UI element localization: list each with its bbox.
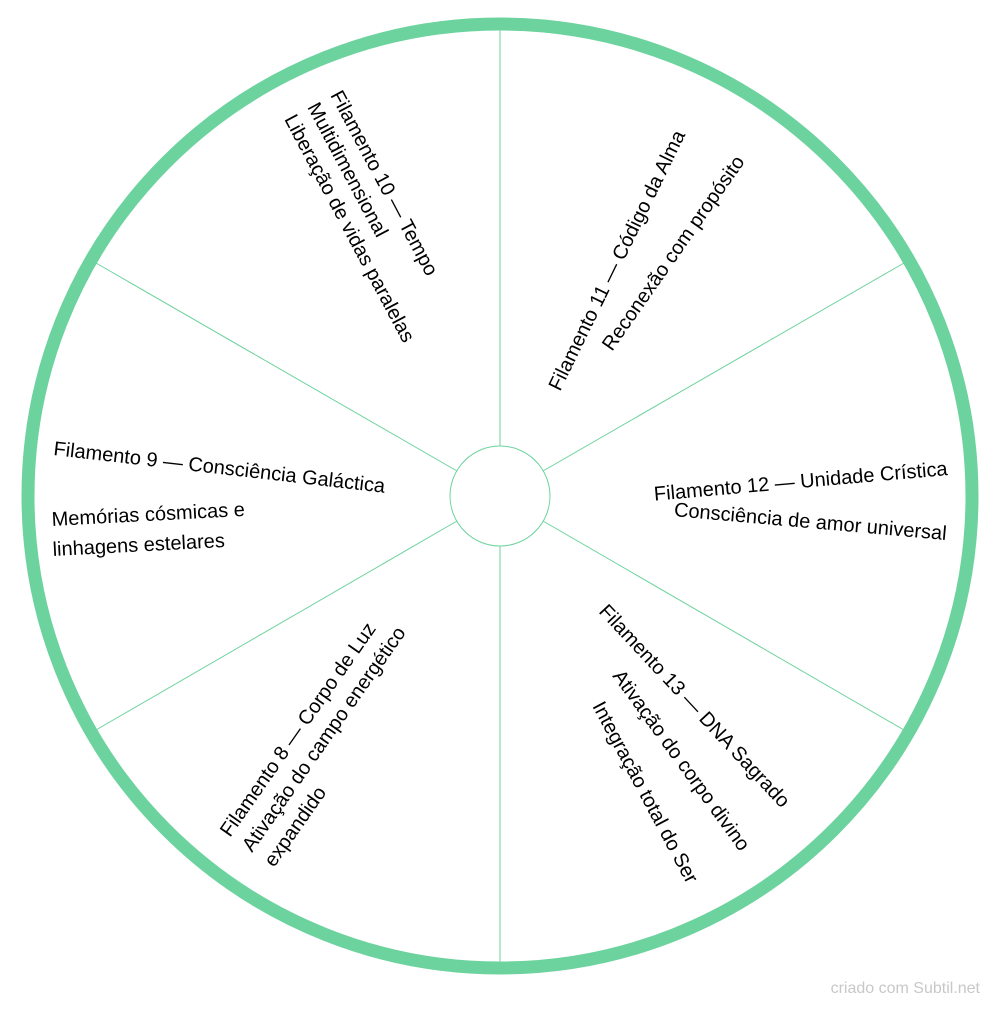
segment-filamento-13: Filamento 13 — DNA Sagrado Ativação do c… [588, 600, 794, 887]
segment-title: Filamento 12 — Unidade Crística [653, 458, 949, 506]
divider-line [542, 520, 905, 731]
dividers [95, 30, 905, 970]
segment-title: Filamento 9 — Consciência Galáctica [52, 438, 387, 498]
segment-filamento-11: Filamento 11 — Código da Alma Reconexão … [545, 126, 750, 394]
segment-line: Memórias cósmicas e [51, 499, 245, 531]
segment-line: linhagens estelares [52, 530, 225, 561]
segment-line: Ativação do campo energético [238, 623, 410, 856]
segment-filamento-12: Filamento 12 — Unidade Crística Consciên… [653, 458, 949, 545]
segment-filamento-10: Filamento 10 — Tempo Multidimensional Li… [280, 87, 442, 346]
divider-line [95, 262, 458, 472]
segment-line: Consciência de amor universal [673, 499, 947, 545]
segment-filamento-9: Filamento 9 — Consciência Galáctica Memó… [51, 438, 387, 561]
divider-line [95, 520, 458, 731]
outer-ring [21, 17, 979, 975]
watermark: criado com Subtil.net [830, 980, 980, 997]
center-circle [449, 445, 551, 547]
divider-line [542, 262, 905, 472]
segment-filamento-8: Filamento 8 — Corpo de Luz Ativação do c… [216, 619, 410, 871]
